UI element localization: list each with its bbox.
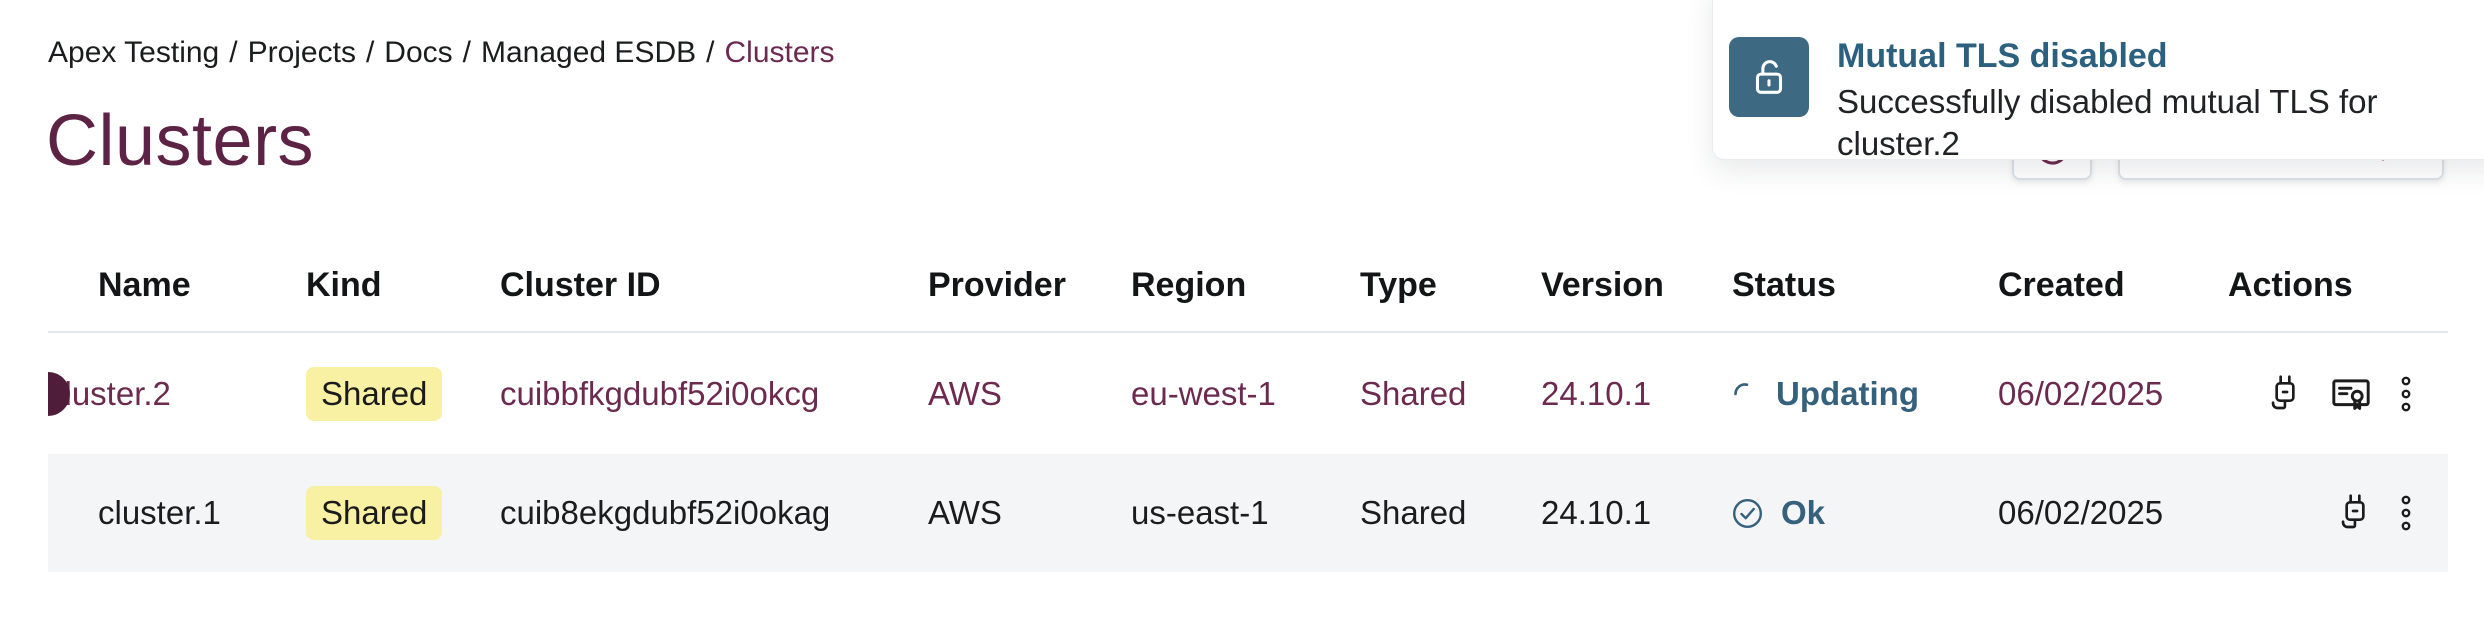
breadcrumb-item-organization[interactable]: Apex Testing [48,36,220,69]
kind-badge: Shared [306,486,443,540]
table-row-cluster-1[interactable]: cluster.1 Shared cuib8ekgdubf52i0okag AW… [48,454,2448,572]
breadcrumb-separator: / [706,36,715,69]
cluster-name-link[interactable]: cluster.2 [48,374,171,412]
column-header-version: Version [1541,266,1664,304]
cluster-id-cell: cuib8ekgdubf52i0okag [500,494,831,531]
column-header-actions: Actions [2228,266,2353,304]
column-header-name: Name [98,266,191,304]
check-circle-icon [1732,498,1763,528]
page-title: Clusters [46,101,315,181]
kind-cell: Shared [306,486,500,540]
certificate-icon[interactable] [2330,376,2372,412]
provider-cell: AWS [928,494,1002,531]
table-header-row: Name Kind Cluster ID Provider Region Typ… [48,240,2448,333]
column-header-kind: Kind [306,266,382,304]
created-cell: 06/02/2025 [1998,374,2164,412]
column-header-cluster-id: Cluster ID [500,266,661,304]
status-cell: Updating [1732,375,1998,413]
toast-notification: Mutual TLS disabled Successfully disable… [1712,0,2484,162]
kind-cell: Shared [306,366,500,421]
cluster-name-link[interactable]: cluster.1 [98,494,221,531]
clusters-table: Name Kind Cluster ID Provider Region Typ… [48,240,2448,572]
status-text: Updating [1776,374,1919,412]
toast-icon-tile [1729,37,1809,117]
breadcrumb-item-clusters-current: Clusters [724,36,835,69]
column-header-status: Status [1732,266,1836,304]
actions-cell [2228,493,2448,533]
spinner-icon [1734,382,1749,395]
kebab-menu-icon[interactable] [2400,495,2412,531]
connect-icon[interactable] [2266,374,2302,414]
actions-cell [2228,374,2448,414]
active-row-marker [48,371,70,416]
connect-icon[interactable] [2336,493,2372,533]
version-cell: 24.10.1 [1541,494,1652,531]
breadcrumb-separator: / [229,36,238,69]
region-cell: us-east-1 [1131,494,1269,531]
kebab-menu-icon[interactable] [2400,376,2412,412]
region-cell: eu-west-1 [1131,374,1276,412]
table-row-cluster-2[interactable]: cluster.2 Shared cuibbfkgdubf52i0okcg AW… [48,333,2448,454]
provider-cell: AWS [928,374,1002,412]
cluster-id-cell: cuibbfkgdubf52i0okcg [500,374,820,412]
column-header-created: Created [1998,266,2125,304]
version-cell: 24.10.1 [1541,374,1652,412]
type-cell: Shared [1360,494,1467,531]
status-text: Ok [1781,494,1826,531]
status-cell: Ok [1732,494,1998,532]
breadcrumb-separator: / [365,36,375,69]
column-header-provider: Provider [928,266,1066,304]
type-cell: Shared [1360,374,1467,412]
breadcrumb-item-project[interactable]: Docs [384,36,453,69]
breadcrumb-item-managed-esdb[interactable]: Managed ESDB [481,36,697,69]
unlock-icon [1755,60,1783,94]
toast-message: Successfully disabled mutual TLS for clu… [1837,83,2378,162]
breadcrumb: Apex Testing / Projects / Docs / Managed… [48,36,835,70]
toast-title: Mutual TLS disabled [1837,37,2168,75]
breadcrumb-separator: / [462,36,471,69]
column-header-type: Type [1360,266,1437,304]
kind-badge: Shared [306,366,443,421]
created-cell: 06/02/2025 [1998,494,2164,531]
column-header-region: Region [1131,266,1247,304]
breadcrumb-item-projects[interactable]: Projects [247,36,356,69]
